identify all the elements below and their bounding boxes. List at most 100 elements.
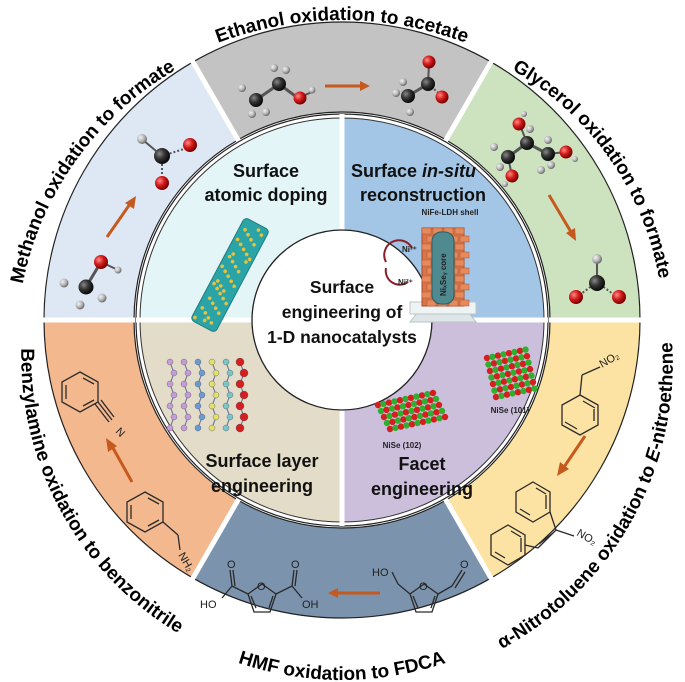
dopant-atom [244, 260, 248, 264]
lattice-atom [194, 380, 202, 388]
lattice-atom [198, 391, 206, 399]
methanol-molecule [59, 255, 122, 310]
crystal-atom [427, 410, 435, 417]
crystal-atom [394, 404, 401, 411]
crystal-atom [425, 417, 432, 424]
lattice-atom [194, 358, 202, 366]
dopant-atom [241, 247, 246, 252]
dopant-atom [212, 281, 216, 286]
crystal-atom [502, 384, 509, 392]
dopant-atom [243, 227, 247, 232]
ldh-brick [459, 283, 470, 291]
methanol-arrow [105, 196, 136, 238]
label-hmf: HMF oxidation to FDCA [236, 647, 448, 682]
fdca-o-left: O [227, 559, 236, 571]
crystal-atom [411, 413, 418, 421]
crystal-atom [517, 374, 524, 382]
lattice-atom [170, 369, 178, 377]
dopant-atom [221, 289, 226, 293]
hmf-arrow [328, 588, 380, 598]
crystal-atom [512, 355, 520, 362]
lattice-atom [194, 402, 202, 410]
crystal-atom [496, 358, 503, 366]
crystal-atom [507, 383, 515, 391]
crystal-atom [399, 403, 407, 410]
crystal-atom [526, 365, 534, 373]
crystal-atom [523, 352, 531, 360]
crystal-atom [394, 417, 402, 424]
atomic-doping-line-1: Surface [233, 161, 299, 181]
quadrant-in-situ-reconstruction: Surface in-situ reconstruction NiFe-LDH … [351, 161, 486, 323]
quadrant-facet-engineering: Facet engineering NiSe (101) NiSe (102) [371, 346, 538, 499]
glycerol-molecule [490, 111, 578, 187]
ldh-brick [421, 259, 432, 267]
crystal-atom [385, 399, 393, 406]
dopant-atom [238, 242, 243, 247]
outer-separator [189, 497, 242, 582]
dopant-atom [230, 259, 235, 264]
center-hub: Surface engineering of 1-D nanocatalysts [251, 229, 433, 411]
glycerol-arrow [547, 194, 576, 241]
ethanol-arrow [325, 81, 370, 91]
hmf-ho-label: HO [372, 567, 389, 579]
dopant-atom [218, 291, 222, 296]
atomic-doping-line-2: atomic doping [205, 185, 328, 205]
dopant-atom [249, 237, 253, 242]
nitrotoluene-arrow [557, 435, 587, 476]
crystal-atom [433, 409, 440, 416]
crystal-atom [392, 424, 399, 431]
hmf-structure: HO O O [372, 559, 469, 613]
crystal-atom [389, 418, 396, 425]
no2-label-bottom: NO₂ [575, 527, 599, 548]
hmf-aldehyde-o-label: O [460, 559, 469, 571]
center-title-line-1: Surface [310, 277, 374, 297]
fdca-ring-o-label: O [257, 581, 266, 593]
dopant-atom [209, 321, 214, 325]
ldh-brick [421, 275, 432, 283]
lattice-atom [170, 391, 178, 399]
crystal-atom [402, 395, 409, 403]
lattice-atom [198, 369, 206, 377]
lattice-atom [235, 357, 245, 367]
lattice-atom [222, 358, 230, 366]
dopant-atom [203, 311, 208, 315]
crystal-atom [489, 380, 497, 388]
crystal-atom [413, 406, 421, 413]
dopant-atom [244, 252, 249, 257]
lattice-atom [212, 369, 220, 377]
dopant-atom [235, 237, 240, 242]
core-shell-pillar-illustration: NiₓSeᵧ core [408, 227, 478, 323]
hmf-ring-o-label: O [419, 581, 428, 593]
lattice-atom [180, 402, 188, 410]
crystal-atom [506, 377, 513, 384]
crystal-atom [518, 354, 525, 361]
dopant-atom [221, 296, 225, 301]
nise-101-label: NiSe (101) [491, 406, 530, 415]
crystal-atom [501, 357, 509, 365]
crystal-atom [388, 405, 396, 412]
fdca-ho-label: HO [200, 599, 217, 611]
lattice-atom [180, 358, 188, 366]
lattice-atom [208, 358, 216, 366]
ldh-brick [421, 227, 432, 235]
formate-molecule-glycerol [569, 254, 626, 304]
dopant-atom [213, 306, 218, 310]
crystal-atom [403, 422, 410, 429]
nise-101-crystal [483, 346, 538, 401]
lattice-atom [235, 423, 245, 433]
center-title-line-2: engineering of [282, 302, 403, 322]
dopant-atom [233, 264, 238, 269]
crystal-atom [407, 394, 415, 401]
dopant-atom [231, 252, 236, 256]
nixsey-core-label: NiₓSeᵧ core [439, 253, 448, 296]
dopant-atom [202, 318, 207, 323]
ldh-brick [459, 251, 470, 259]
crystal-atom [503, 391, 511, 398]
crystal-atom [424, 404, 432, 411]
reconstruction-line-2: reconstruction [360, 185, 486, 205]
surface-layer-lattice-illustration [166, 357, 249, 433]
crystal-atom [514, 361, 521, 369]
crystal-atom [419, 405, 426, 412]
crystal-atom [514, 389, 522, 396]
crystal-atom [400, 416, 407, 423]
